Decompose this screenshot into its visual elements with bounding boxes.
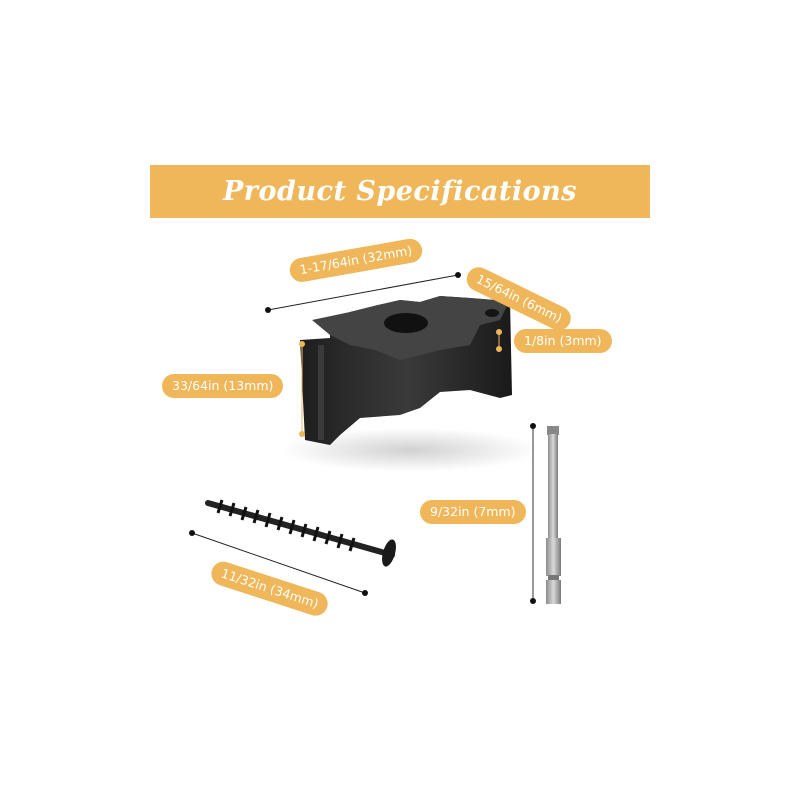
clip-height-label: 33/64in (13mm) <box>162 374 284 398</box>
deck-clip <box>300 296 512 445</box>
screw <box>189 499 396 596</box>
driver-bit <box>530 423 561 604</box>
bit-length-label: 9/32in (7mm) <box>420 500 526 524</box>
clip-shadow <box>280 428 540 472</box>
clip-tab-label: 1/8in (3mm) <box>514 329 612 353</box>
specifications-banner: Product Specifications <box>150 165 650 218</box>
banner-title: Product Specifications <box>223 176 577 207</box>
